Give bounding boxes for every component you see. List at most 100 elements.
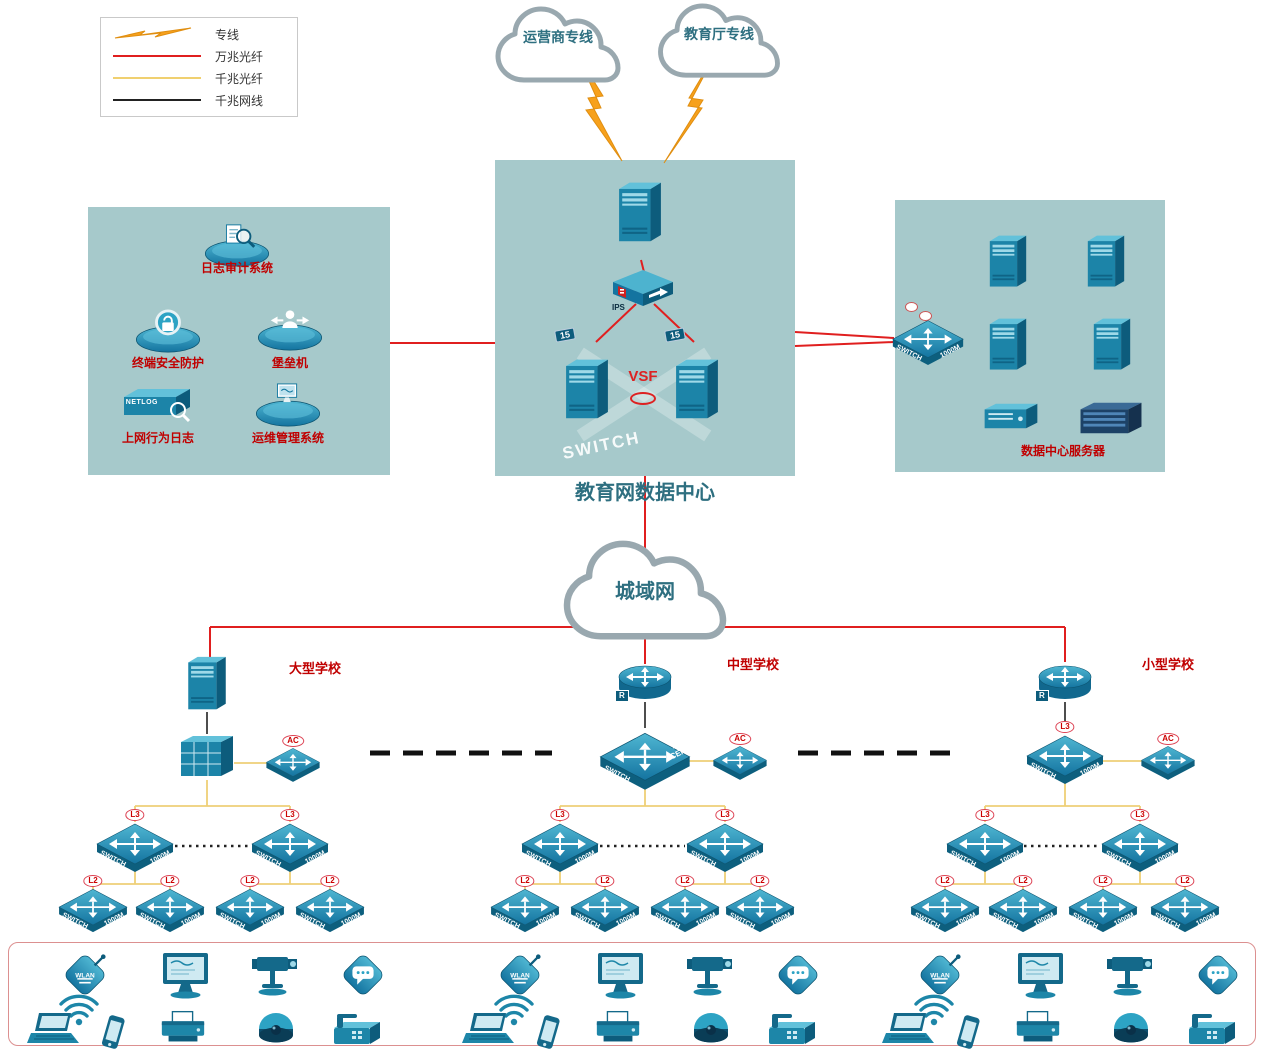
carrier-cloud-label: 运营商专线 — [523, 31, 593, 46]
tier-badge: L3 — [975, 809, 995, 821]
ops-management-system — [252, 382, 324, 428]
ptz-camera-icon — [252, 957, 297, 996]
wlan-ap: WLAN — [60, 950, 110, 1000]
router-badge: R — [1035, 689, 1049, 702]
printer-icon — [596, 1010, 640, 1043]
switch-icon — [1140, 745, 1196, 781]
message-terminal — [773, 950, 823, 1000]
switch-icon — [946, 823, 1024, 873]
switch-icon — [650, 888, 720, 933]
medium-school-label: 中型学校 — [726, 657, 779, 672]
printer — [593, 1010, 643, 1046]
vsf-core-switch-1: 15 — [554, 327, 610, 442]
firewall-icon — [619, 182, 661, 242]
small-school-router: R — [1033, 660, 1097, 704]
large-school-label: 大型学校 — [288, 661, 341, 676]
fax-phone — [330, 1012, 384, 1052]
desktop-computer-icon — [1017, 952, 1064, 1000]
desktop-computer-icon — [162, 952, 209, 1000]
message-terminal — [338, 950, 388, 1000]
switch-icon — [58, 888, 128, 933]
rack-icon — [1080, 402, 1142, 434]
tier-badge: L2 — [935, 875, 955, 887]
message-terminal-icon — [340, 952, 386, 998]
large-school-core-device — [179, 732, 235, 780]
endpoint-protection-label: 终端安全防护 — [131, 356, 204, 370]
tier-badge: L2 — [675, 875, 695, 887]
smartphone-icon — [536, 1014, 561, 1050]
tier-badge: L2 — [1013, 875, 1033, 887]
switch-icon — [96, 823, 174, 873]
switch-icon — [891, 319, 965, 366]
vsf-label: VSF — [628, 368, 658, 385]
laptop-icon — [461, 1012, 515, 1044]
router-badge: R — [615, 689, 629, 702]
vsf-ring-icon — [630, 392, 656, 405]
storage-device — [982, 400, 1040, 432]
log-audit-label: 日志审计系统 — [200, 261, 273, 275]
server-panel-title: 数据中心服务器 — [1020, 444, 1105, 458]
red-line-icon — [113, 55, 201, 57]
bastion-host-label: 堡垒机 — [271, 356, 308, 370]
wlan-label: WLAN — [75, 972, 95, 980]
lightning-bolt-icon — [576, 52, 717, 164]
dome-camera — [689, 1010, 733, 1048]
tier-badge: AC — [1157, 733, 1179, 745]
desktop-computer-icon — [597, 952, 644, 1000]
legend-row-10g-fiber: 万兆光纤 — [101, 45, 297, 67]
printer — [158, 1010, 208, 1046]
ptz-camera — [250, 950, 306, 998]
core-firewall — [617, 166, 663, 260]
legend-label: 千兆网线 — [215, 93, 264, 108]
fax-phone-icon — [769, 1014, 815, 1044]
printer-icon — [1016, 1010, 1060, 1043]
netlog-label: 上网行为日志 — [121, 431, 194, 445]
fax-phone-icon — [334, 1014, 380, 1044]
server-icon — [989, 235, 1027, 287]
dome-camera-icon — [259, 1013, 293, 1043]
dome-camera — [254, 1010, 298, 1048]
switch-icon — [1101, 823, 1179, 873]
ptz-camera-icon — [1107, 957, 1152, 996]
switch-icon — [1026, 735, 1104, 785]
laptop-icon — [26, 1012, 80, 1044]
tier-badge: L2 — [1175, 875, 1195, 887]
terminal-devices-box — [8, 942, 1256, 1046]
ops-management-icon — [255, 383, 321, 427]
switch-icon — [251, 823, 329, 873]
datacenter-server — [988, 315, 1028, 375]
ips-device: IPS — [610, 268, 676, 312]
vsf-core-switch-2: 15 — [664, 327, 720, 442]
log-audit-system — [200, 222, 274, 268]
legend-row-1g-fiber: 千兆光纤 — [101, 67, 297, 89]
laptop-icon — [881, 1012, 935, 1044]
tier-badge: L3 — [1130, 809, 1150, 821]
tier-badge: L2 — [320, 875, 340, 887]
switch-icon — [1150, 888, 1220, 933]
datacenter-server — [988, 232, 1028, 292]
tier-badge: L2 — [750, 875, 770, 887]
black-line-icon — [113, 99, 201, 101]
switch-icon — [725, 888, 795, 933]
tier-badge: L2 — [1093, 875, 1113, 887]
datacenter-server — [1086, 232, 1126, 292]
ptz-camera-icon — [687, 957, 732, 996]
datacenter-title: 教育网数据中心 — [575, 482, 715, 504]
printer-icon — [161, 1010, 205, 1043]
switch-icon — [295, 888, 365, 933]
switch-icon — [910, 888, 980, 933]
medium-school-router: R — [613, 660, 677, 704]
fax-phone — [765, 1012, 819, 1052]
